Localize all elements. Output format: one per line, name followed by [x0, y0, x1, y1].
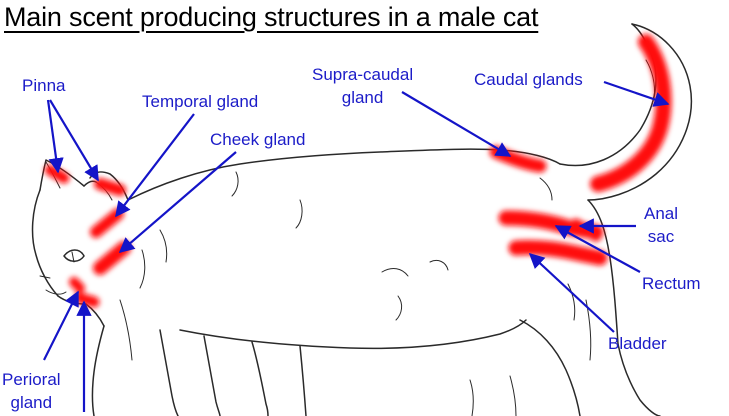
- arrow-pinna-right: [49, 99, 99, 182]
- arrow-pinna-left: [46, 99, 64, 174]
- arrow-cheek: [118, 151, 237, 254]
- label-pinna: Pinna: [22, 76, 66, 95]
- label-bladder: Bladder: [608, 334, 667, 353]
- gland-bladder: [508, 239, 608, 266]
- diagram-title: Main scent producing structures in a mal…: [4, 2, 539, 32]
- gland-pinna-right: [94, 178, 126, 196]
- label-perioral-gland: Perioral gland: [2, 370, 61, 412]
- label-anal-sac: Anal sac: [644, 204, 679, 246]
- label-rectum: Rectum: [642, 274, 701, 293]
- gland-perioral-lower: [74, 292, 100, 308]
- label-temporal-gland: Temporal gland: [142, 92, 259, 111]
- arrow-caudal: [603, 80, 670, 107]
- arrow-bladder: [528, 252, 615, 333]
- label-cheek-gland: Cheek gland: [210, 130, 306, 149]
- label-supra-caudal-gland: Supra-caudal gland: [312, 65, 414, 107]
- label-caudal-glands: Caudal glands: [474, 70, 583, 89]
- arrow-supra-caudal: [401, 91, 512, 157]
- arrow-perioral-upper: [43, 290, 79, 361]
- gland-temporal: [90, 208, 124, 238]
- gland-caudal: [590, 34, 672, 192]
- arrows: [43, 80, 670, 412]
- arrow-temporal: [115, 113, 195, 218]
- gland-perioral-upper: [69, 277, 85, 293]
- arrow-rectum: [554, 225, 641, 273]
